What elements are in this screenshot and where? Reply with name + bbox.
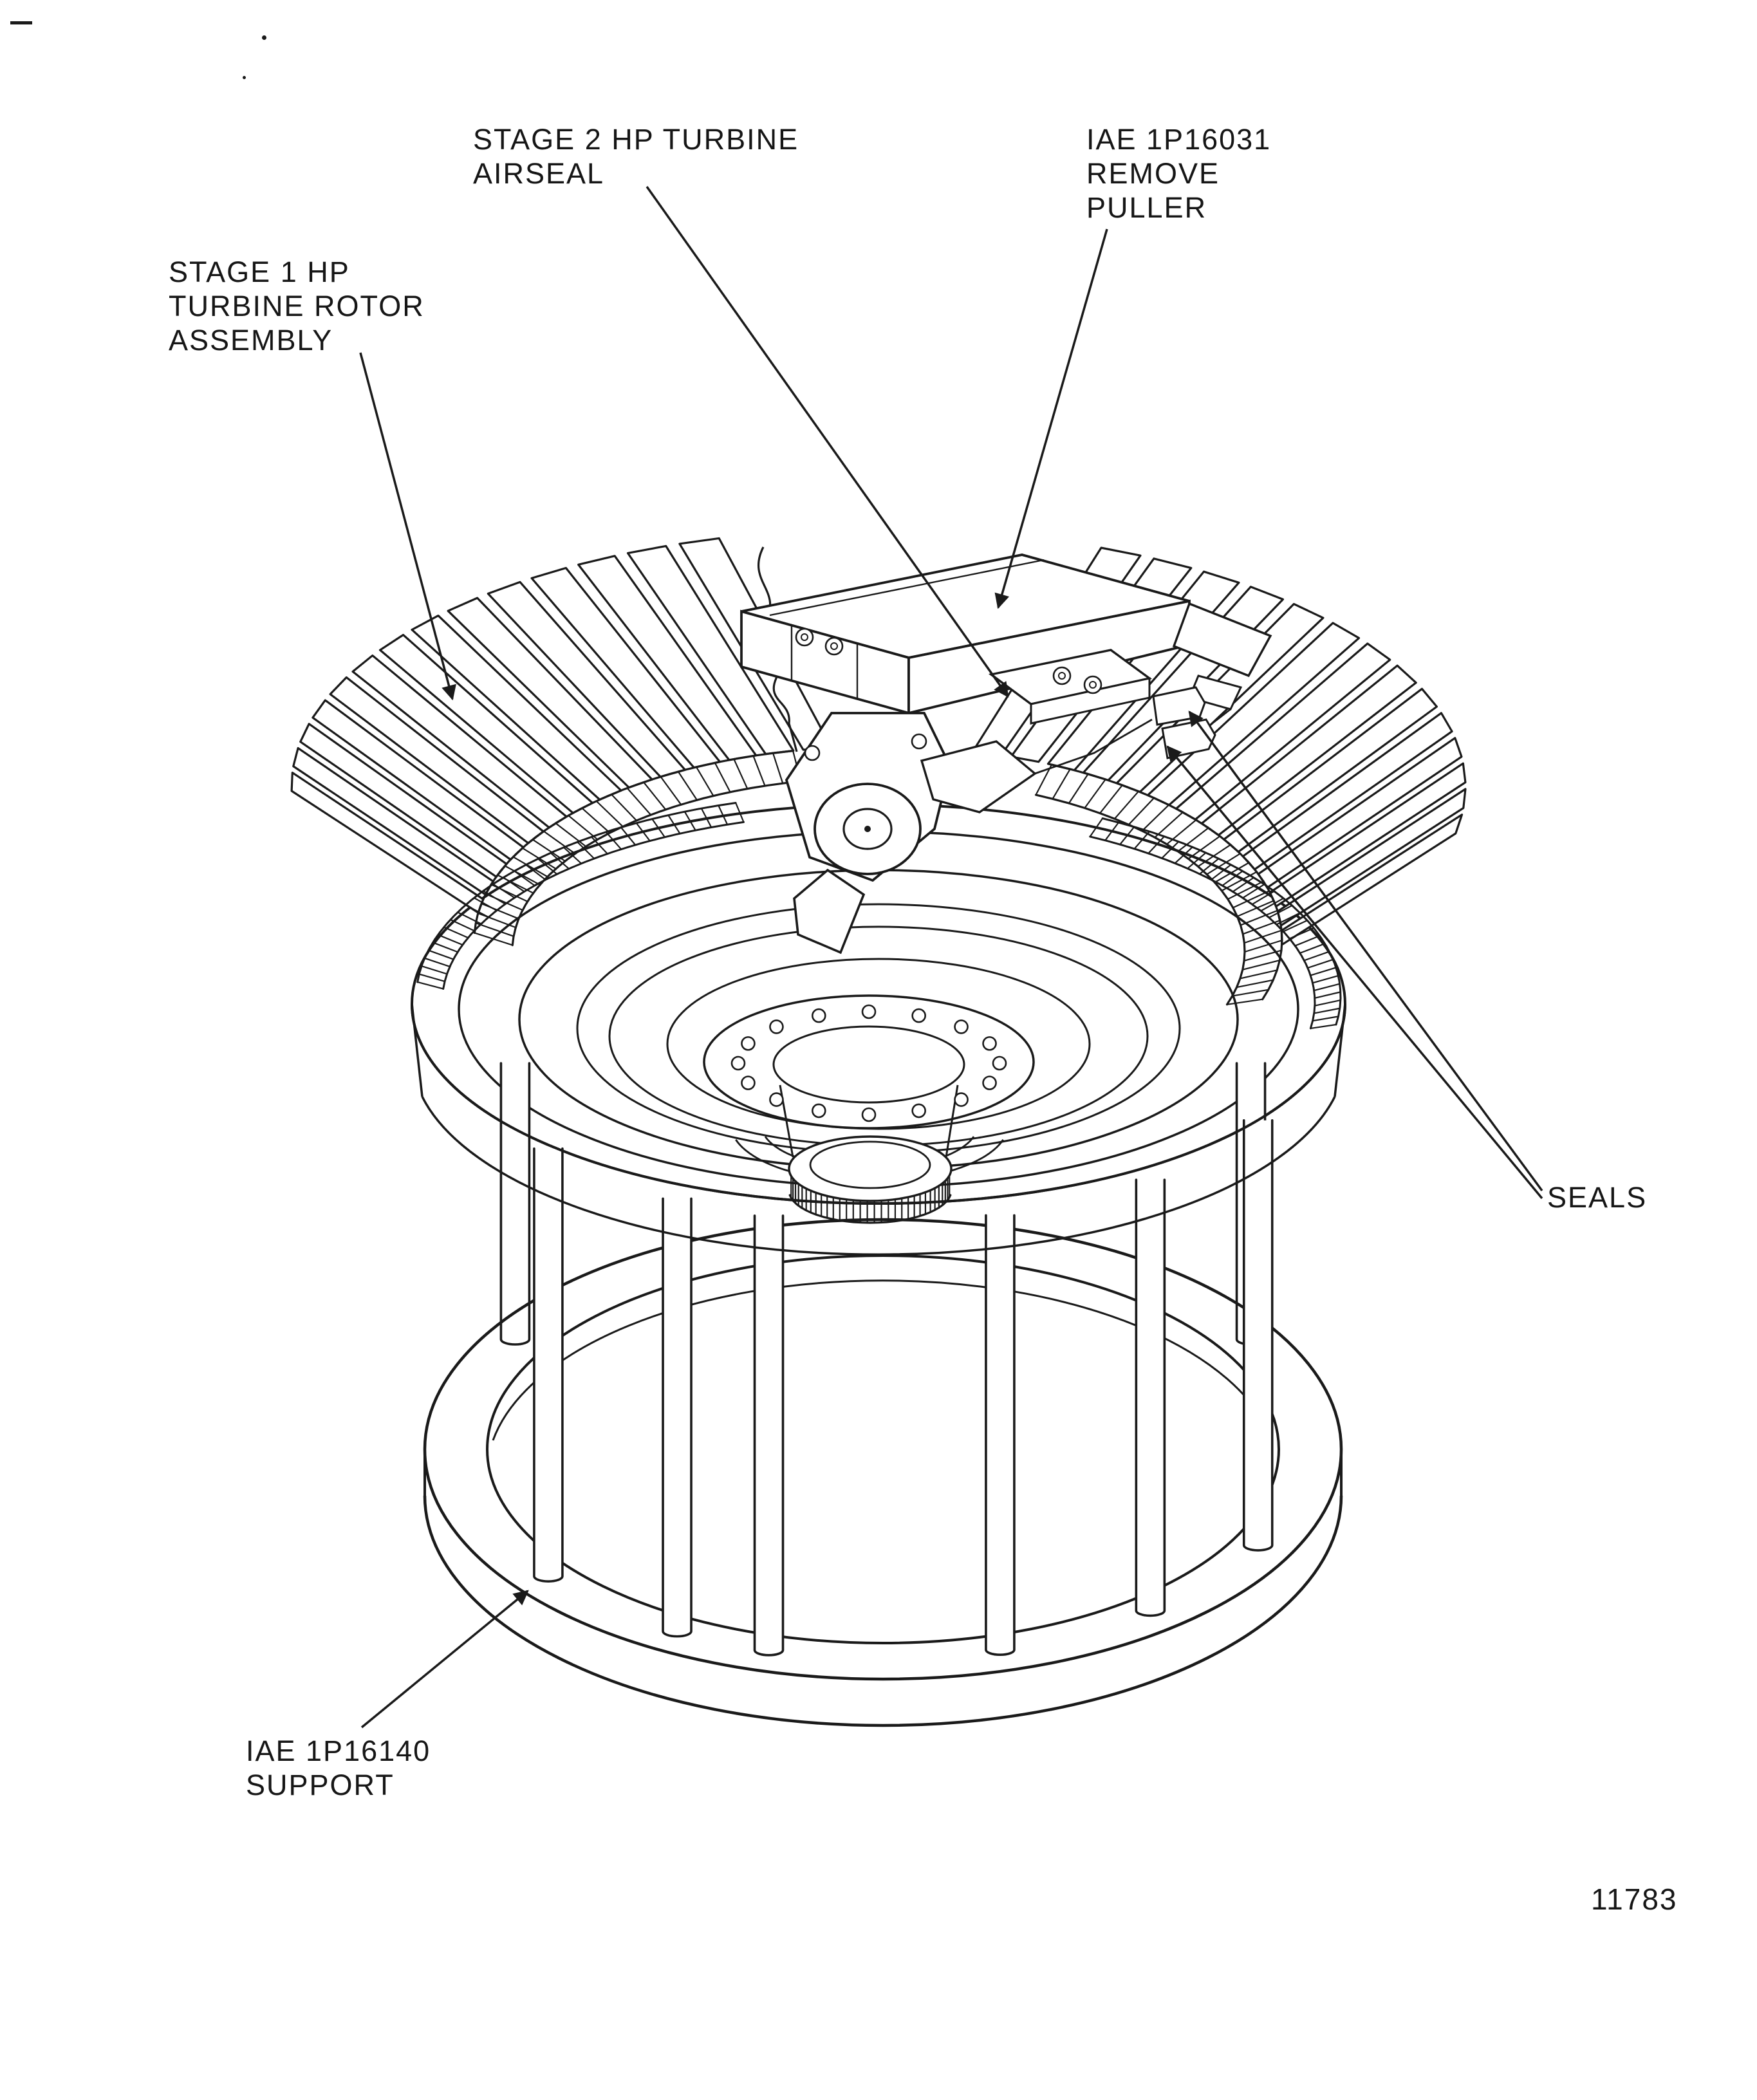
label-line: SEALS [1547, 1181, 1648, 1214]
label-line: STAGE 1 HP [169, 256, 350, 288]
splined-shaft [788, 1135, 953, 1202]
figure-number: 11783 [1591, 1882, 1678, 1916]
label-line: IAE 1P16031 [1086, 123, 1272, 156]
rotor-hub-plate [703, 994, 1035, 1129]
ink-speck-dot [243, 76, 246, 79]
cutaway-wedge [793, 868, 866, 954]
label-stage1-rotor: STAGE 1 HP TURBINE ROTOR ASSEMBLY [169, 255, 425, 357]
label-line: IAE 1P16140 [246, 1734, 431, 1767]
label-line: AIRSEAL [473, 157, 605, 190]
leader-seals-lower [1166, 745, 1543, 1200]
label-line: TURBINE ROTOR [169, 290, 425, 322]
leader-support [360, 1590, 529, 1729]
turbine-disk-flange [411, 803, 1346, 1205]
leader-remove-puller [994, 228, 1108, 609]
label-remove-puller: IAE 1P16031 REMOVE PULLER [1086, 122, 1271, 225]
hub-bolt-circle-and-spline [730, 1004, 1007, 1224]
label-support: IAE 1P16140 SUPPORT [246, 1734, 431, 1802]
leader-lines [359, 185, 1543, 1729]
label-line: STAGE 2 HP TURBINE [473, 123, 799, 156]
puller-bolts [795, 627, 1102, 694]
label-line: ASSEMBLY [169, 324, 333, 357]
label-stage2-airseal: STAGE 2 HP TURBINE AIRSEAL [473, 122, 799, 190]
leader-stage2-airseal [646, 185, 1009, 698]
ink-speck-dot [262, 35, 266, 40]
ink-speck-dash [10, 21, 32, 24]
label-line: REMOVE [1086, 157, 1220, 190]
support-posts-front [533, 1119, 1274, 1657]
label-line: PULLER [1086, 191, 1207, 224]
label-seals: SEALS [1547, 1180, 1647, 1214]
leader-seals-upper [1188, 711, 1543, 1192]
flange-rim-overlay [411, 1003, 1346, 1256]
leader-stage1-rotor [359, 352, 456, 701]
label-line: SUPPORT [246, 1769, 395, 1801]
puller-and-airseal-cutaway [740, 546, 1272, 954]
